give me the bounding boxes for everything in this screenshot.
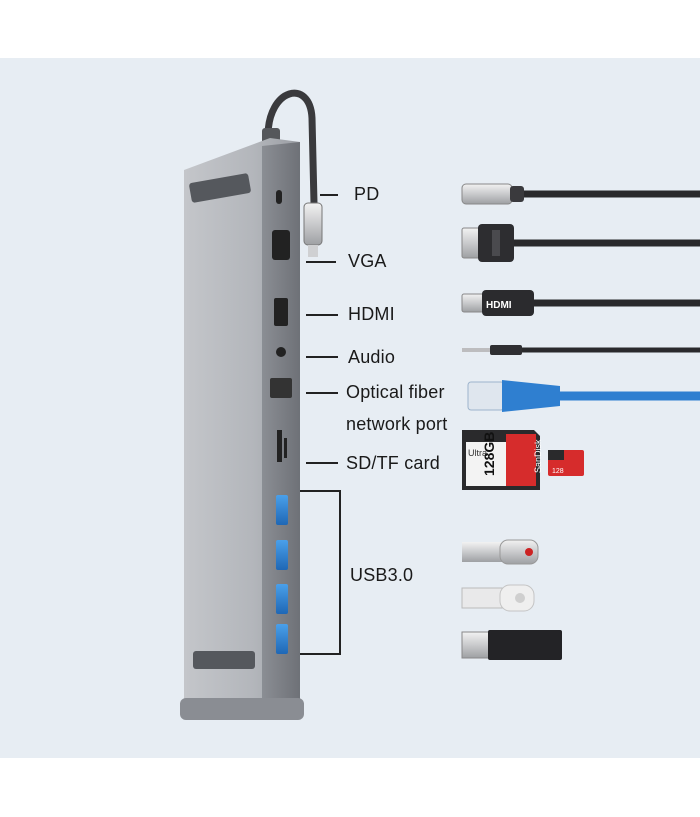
label-optical-line1: Optical fiber xyxy=(346,382,445,402)
usb-c-plug-icon xyxy=(461,183,700,205)
sd-card-icon xyxy=(462,430,540,490)
sd-card-product: Ultra xyxy=(468,448,487,458)
microsd-card-icon xyxy=(548,450,584,476)
usb-flash-drive-icon-1 xyxy=(462,539,539,565)
hub-ports xyxy=(270,190,292,654)
product-image-panel: HDMI SanDisk Ultra 128GB 128 PD VGA HDMI… xyxy=(0,58,700,758)
leader-line-audio xyxy=(306,356,338,358)
label-optical-line2: network port xyxy=(346,414,448,434)
leader-line-pd xyxy=(320,194,338,196)
label-vga: VGA xyxy=(348,251,387,271)
leader-line-sdtf xyxy=(306,462,338,464)
label-pd: PD xyxy=(354,184,380,204)
usb-hub-illustration: HDMI SanDisk Ultra 128GB 128 xyxy=(180,89,700,720)
leader-line-hdmi xyxy=(306,314,338,316)
label-audio: Audio xyxy=(348,347,396,367)
sd-card-brand: SanDisk xyxy=(533,439,543,473)
leader-line-optical xyxy=(306,392,338,394)
label-sdtf: SD/TF card xyxy=(346,453,441,473)
vga-plug-icon xyxy=(461,224,700,262)
usb-bracket xyxy=(300,490,341,655)
leader-line-vga xyxy=(306,261,336,263)
hdmi-plug-text: HDMI xyxy=(486,300,512,311)
usb-hub-body xyxy=(180,138,304,720)
microsd-text: 128 xyxy=(552,468,564,475)
sd-card-capacity: 128GB xyxy=(481,432,497,476)
hdmi-plug-icon xyxy=(461,290,700,316)
usb-flash-drive-icon-2 xyxy=(461,584,535,612)
audio-plug-icon xyxy=(462,345,700,355)
label-hdmi: HDMI xyxy=(348,304,395,324)
usb-flash-drive-icon-3 xyxy=(461,630,562,660)
label-usb: USB3.0 xyxy=(350,565,414,585)
ethernet-plug-icon xyxy=(467,380,700,412)
